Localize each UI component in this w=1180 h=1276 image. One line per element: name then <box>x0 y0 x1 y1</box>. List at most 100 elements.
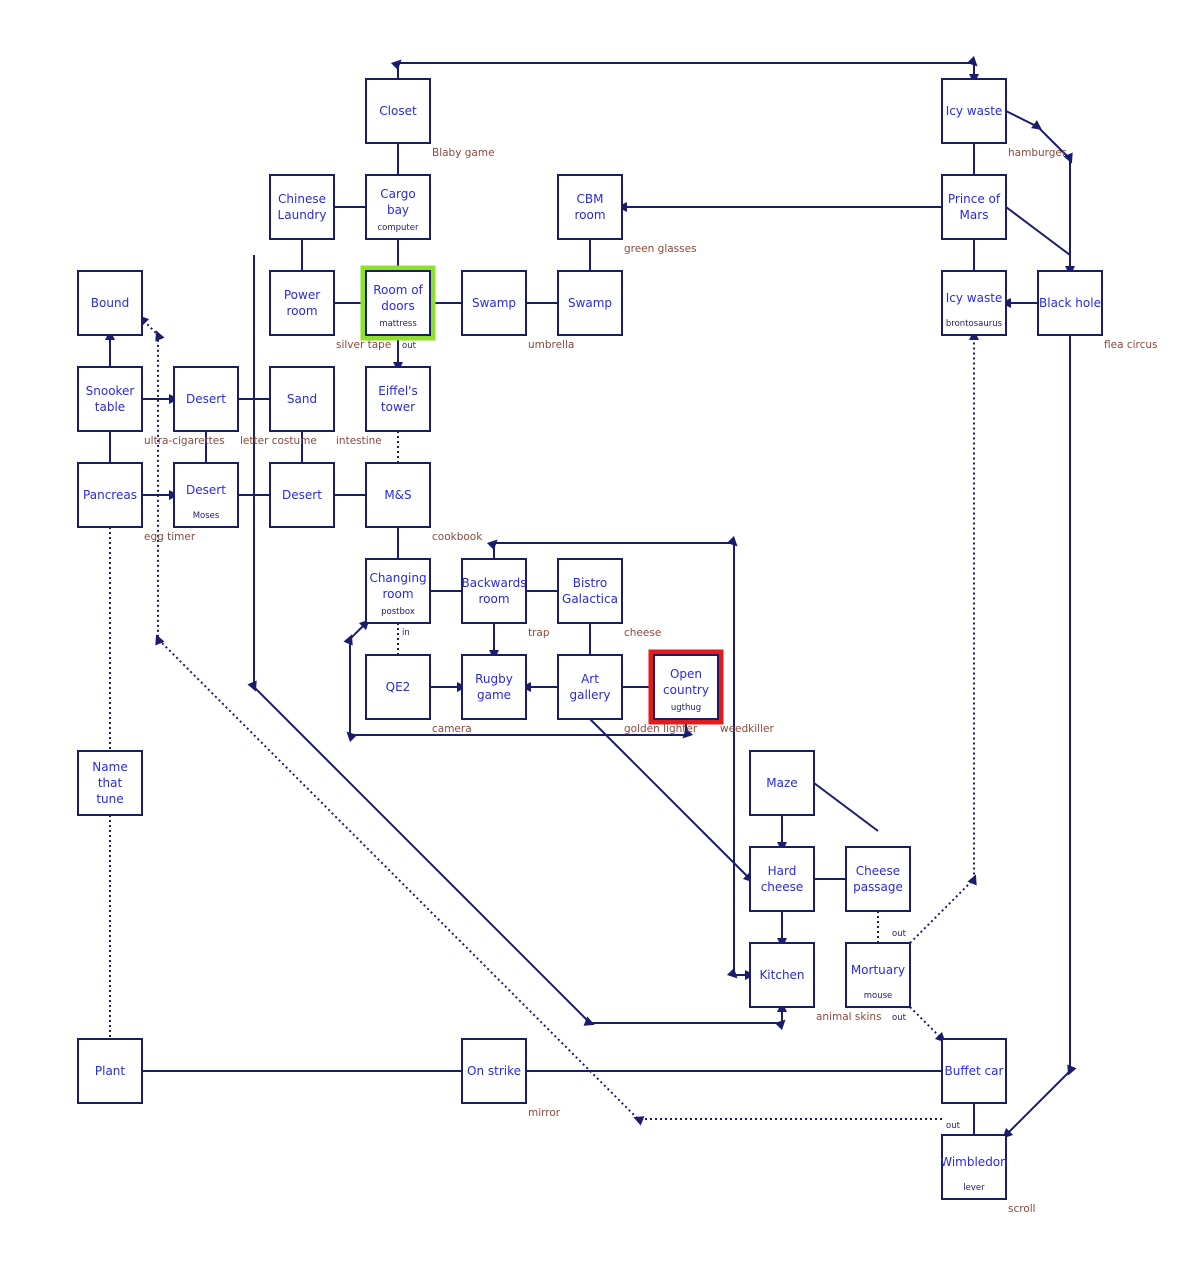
room-plant: Plant <box>77 1038 143 1104</box>
room-item: computer <box>378 223 419 233</box>
room-box <box>77 270 143 336</box>
room-box <box>77 366 143 432</box>
room-kitchen: Kitchen <box>749 942 815 1008</box>
room-name-line: Mars <box>960 208 989 222</box>
room-item: mattress <box>379 319 417 329</box>
room-item: Moses <box>193 511 220 521</box>
room-name-line: CBM <box>577 192 604 206</box>
room-box <box>365 78 431 144</box>
room-name-line: tune <box>96 792 123 806</box>
room-box <box>1037 270 1103 336</box>
item-label-ultra-cigarettes: ultra-cigarettes <box>144 435 225 447</box>
room-name-line: Laundry <box>278 208 327 222</box>
room-name-line: On strike <box>467 1064 521 1078</box>
room-maze: Maze <box>749 750 815 816</box>
room-box <box>269 462 335 528</box>
room-box <box>845 846 911 912</box>
room-name-line: Cheese <box>856 864 900 878</box>
room-icy-waste-top: Icy waste <box>941 78 1007 144</box>
item-label-trap: trap <box>528 627 550 639</box>
item-label-weedkiller: weedkiller <box>720 723 774 735</box>
room-name-line: Sand <box>287 392 317 406</box>
room-box <box>173 462 239 528</box>
room-box <box>461 558 527 624</box>
room-box <box>749 750 815 816</box>
item-label-hamburger: hamburger <box>1008 147 1067 159</box>
room-box <box>269 270 335 336</box>
item-label-scroll: scroll <box>1008 1203 1036 1215</box>
room-name-line: Wimbledon <box>940 1155 1008 1169</box>
room-name-line: Chinese <box>278 192 326 206</box>
room-name-line: Prince of <box>948 192 1001 206</box>
room-name-line: Maze <box>766 776 797 790</box>
room-name-line: room <box>382 587 413 601</box>
room-bound: Bound <box>77 270 143 336</box>
room-item: brontosaurus <box>946 319 1003 329</box>
room-name-line: Changing <box>369 571 426 585</box>
room-box <box>941 1134 1007 1200</box>
room-swamp-2: Swamp <box>557 270 623 336</box>
goal-highlight <box>648 649 724 725</box>
room-name-line: bay <box>387 203 409 217</box>
room-sand: Sand <box>269 366 335 432</box>
room-pancreas: Pancreas <box>77 462 143 528</box>
connection-path <box>909 330 979 944</box>
room-swamp-1: Swamp <box>461 270 527 336</box>
room-name-line: Black hole <box>1039 296 1101 310</box>
room-name-line: Icy waste <box>946 104 1003 118</box>
connection-label-in-changing-room: in <box>402 628 410 638</box>
room-box <box>365 654 431 720</box>
item-label-animal-skins: animal skins <box>816 1011 882 1023</box>
room-name-line: Plant <box>95 1064 126 1078</box>
room-box <box>941 270 1007 336</box>
start-highlight <box>360 265 436 341</box>
room-box <box>365 366 431 432</box>
item-label-cookbook: cookbook <box>432 531 483 543</box>
room-name-line: Desert <box>282 488 322 502</box>
room-name-line: Snooker <box>86 384 135 398</box>
room-box <box>941 78 1007 144</box>
room-box <box>653 654 719 720</box>
connection-path <box>1002 335 1077 1139</box>
room-box <box>365 462 431 528</box>
room-box <box>365 558 431 624</box>
connections-layer <box>105 55 1077 1139</box>
room-name-line: Kitchen <box>759 968 804 982</box>
connection-label-out-room-of-doors: out <box>402 341 417 351</box>
item-label-camera: camera <box>432 723 472 735</box>
room-name-line: Hard <box>768 864 797 878</box>
room-name-line: Eiffel's <box>378 384 417 398</box>
room-box <box>365 174 431 240</box>
room-box <box>749 942 815 1008</box>
room-box <box>845 942 911 1008</box>
item-label-green-glasses: green glasses <box>624 243 697 255</box>
connection-path <box>813 782 879 832</box>
item-label-silver-tape: silver tape <box>336 339 391 351</box>
room-name-line: Swamp <box>568 296 612 310</box>
room-name-line: Swamp <box>472 296 516 310</box>
room-item: mouse <box>864 991 893 1001</box>
room-name-line: gallery <box>569 688 610 702</box>
room-name-line: Cargo <box>380 187 415 201</box>
room-name-line: room <box>286 304 317 318</box>
room-name-line: Rugby <box>475 672 513 686</box>
room-prince-of-mars: Prince of Mars <box>941 174 1007 240</box>
room-name-line: QE2 <box>386 680 411 694</box>
room-box <box>557 270 623 336</box>
room-box <box>461 1038 527 1104</box>
item-label-intestine: intestine <box>336 435 382 447</box>
